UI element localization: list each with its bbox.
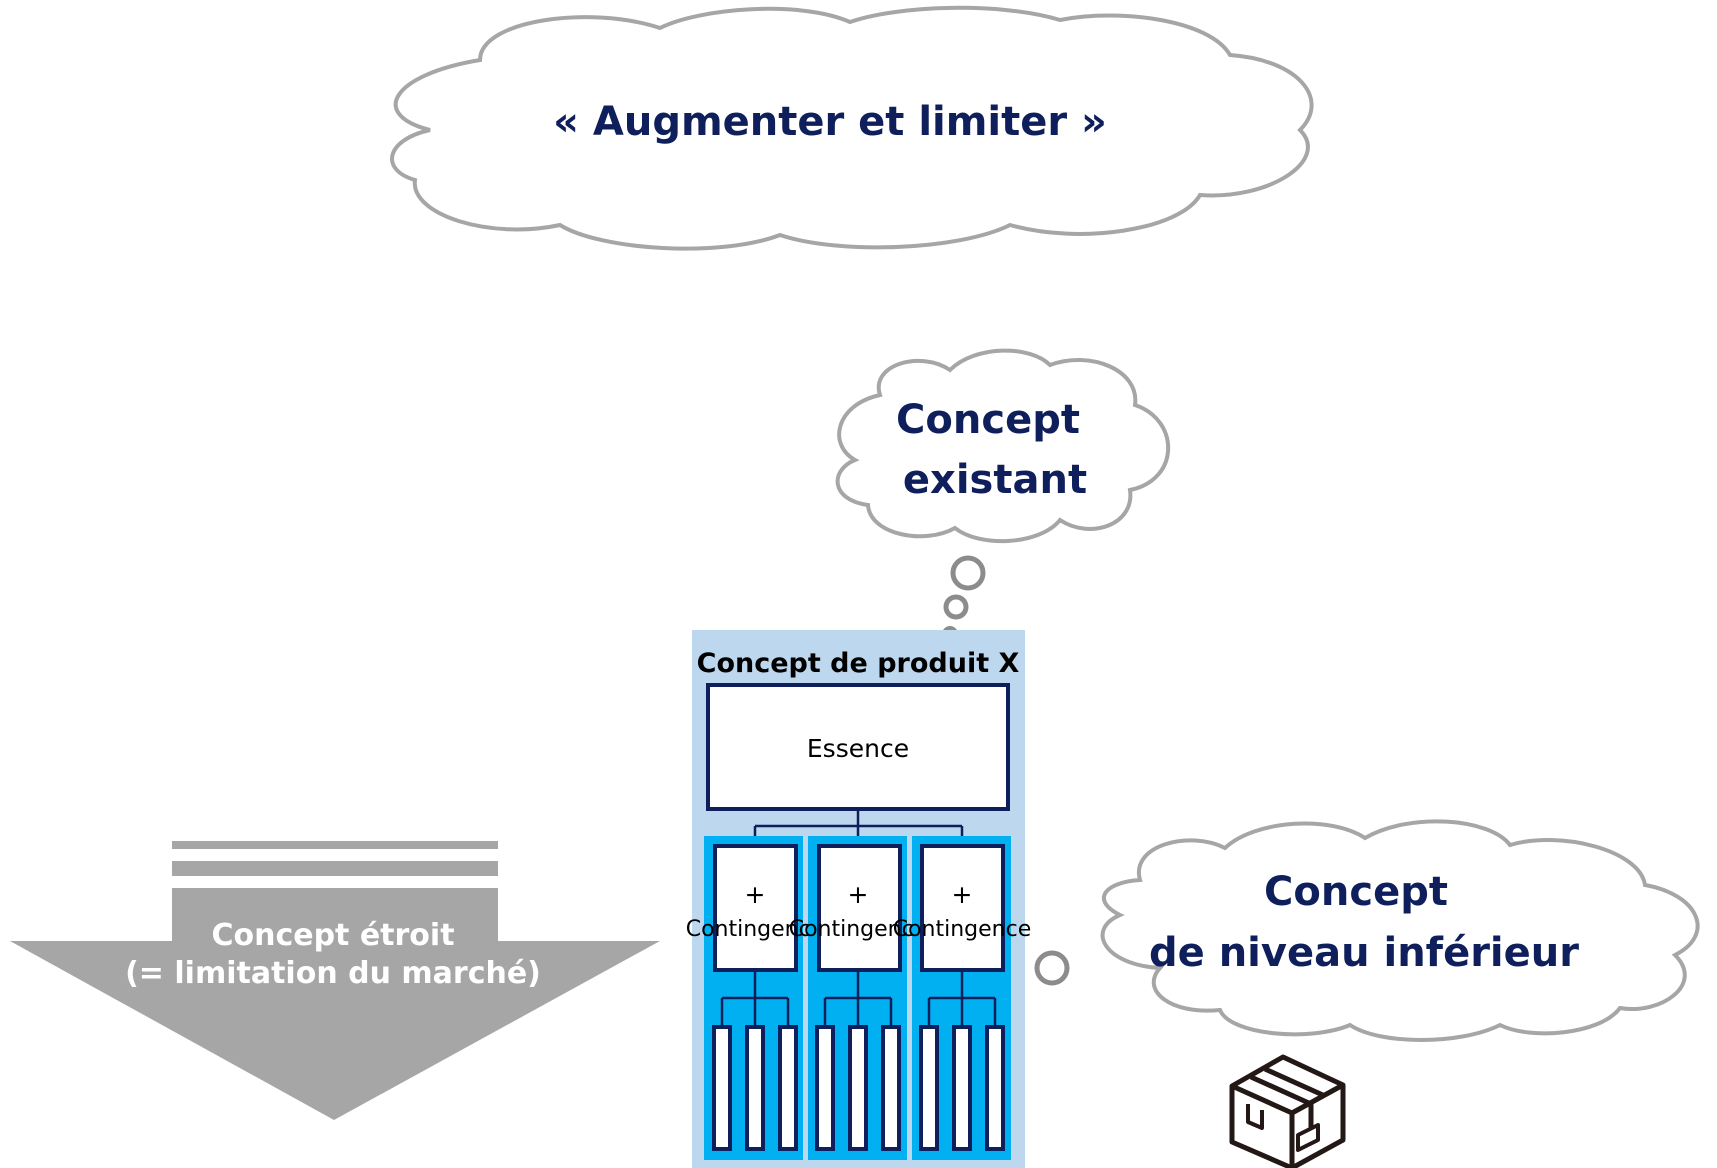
- leaf-box: [712, 1025, 732, 1151]
- leaf-box: [952, 1025, 972, 1151]
- leaf-box: [778, 1025, 798, 1151]
- main-cloud: « Augmenter et limiter »: [390, 5, 1314, 251]
- lower-concept-line1: Concept: [1264, 869, 1448, 915]
- product-concept-panel: Concept de produit X Essence + Contingen…: [686, 630, 1032, 1168]
- leaf-box: [985, 1025, 1005, 1151]
- contingency-label: Contingence: [893, 917, 1032, 942]
- contingency-label: Contingence: [686, 917, 825, 942]
- thought-bubbles-top: [942, 555, 986, 642]
- contingency-column-1: + Contingence: [686, 836, 825, 1160]
- leaf-box: [815, 1025, 835, 1151]
- contingency-plus: +: [952, 880, 973, 909]
- contingency-box: [817, 844, 902, 972]
- contingency-label: Contingence: [789, 917, 928, 942]
- arrow-text-line1: Concept étroit: [211, 918, 454, 953]
- arrow-stripe-top: [172, 841, 498, 849]
- leaf-box: [848, 1025, 868, 1151]
- existing-concept-cloud: Concept existant: [835, 348, 1171, 544]
- package-box-icon: [1229, 1054, 1346, 1168]
- contingency-column-3: + Contingence: [893, 836, 1032, 1160]
- existing-concept-line2: existant: [903, 457, 1087, 503]
- arrow-body: [10, 888, 660, 1120]
- product-title: Concept de produit X: [697, 648, 1020, 679]
- contingency-column-2: + Contingence: [789, 836, 928, 1160]
- existing-concept-line1: Concept: [896, 397, 1080, 443]
- leaf-box: [919, 1025, 939, 1151]
- arrow-stripe-middle: [172, 861, 498, 876]
- contingency-plus: +: [848, 880, 869, 909]
- contingency-plus: +: [745, 880, 766, 909]
- contingency-box: [713, 844, 798, 972]
- main-cloud-text: « Augmenter et limiter »: [553, 99, 1107, 145]
- leaf-box: [745, 1025, 765, 1151]
- essence-label: Essence: [807, 734, 909, 763]
- lower-concept-cloud: Concept de niveau inférieur: [1100, 819, 1700, 1042]
- leaf-box: [881, 1025, 901, 1151]
- contingency-box: [920, 844, 1005, 972]
- arrow-text-line2: (= limitation du marché): [125, 956, 541, 991]
- narrow-concept-arrow: Concept étroit (= limitation du marché): [10, 841, 660, 1120]
- lower-concept-line2: de niveau inférieur: [1149, 930, 1579, 976]
